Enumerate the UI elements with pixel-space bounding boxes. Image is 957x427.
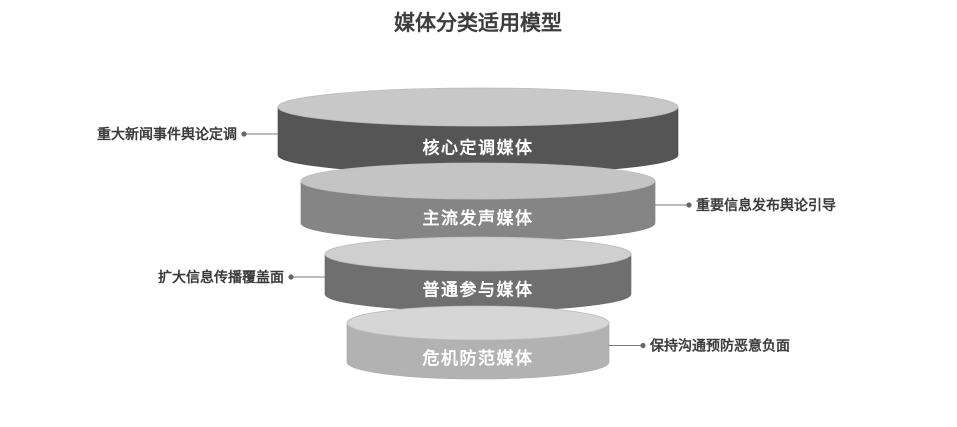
tier-top-face	[300, 162, 656, 200]
tier-note: 扩大信息传播覆盖面	[158, 269, 284, 286]
callout-dot	[686, 202, 692, 208]
funnel-tier: 普通参与媒体 扩大信息传播覆盖面	[158, 236, 632, 312]
tier-top-face	[324, 236, 632, 272]
tier-note: 保持沟通预防恶意负面	[649, 338, 790, 355]
tier-top-face	[346, 305, 610, 341]
tier-label: 普通参与媒体	[423, 280, 534, 301]
tier-label: 核心定调媒体	[423, 138, 534, 159]
callout-dot	[288, 274, 294, 280]
diagram-title: 媒体分类适用模型	[394, 11, 562, 35]
tier-note: 重大新闻事件舆论定调	[97, 126, 237, 143]
callout-dot	[640, 342, 646, 349]
tier-label: 危机防范媒体	[422, 348, 534, 369]
tier-label: 主流发声媒体	[423, 208, 534, 229]
funnel-tier: 核心定调媒体 重大新闻事件舆论定调	[97, 87, 679, 175]
funnel-tier: 主流发声媒体 重要信息发布舆论引导	[300, 162, 836, 242]
callout-dot	[241, 131, 247, 137]
tier-top-face	[277, 87, 679, 127]
funnel-tier: 危机防范媒体 保持沟通预防恶意负面	[346, 305, 790, 380]
tier-note: 重要信息发布舆论引导	[696, 197, 836, 214]
